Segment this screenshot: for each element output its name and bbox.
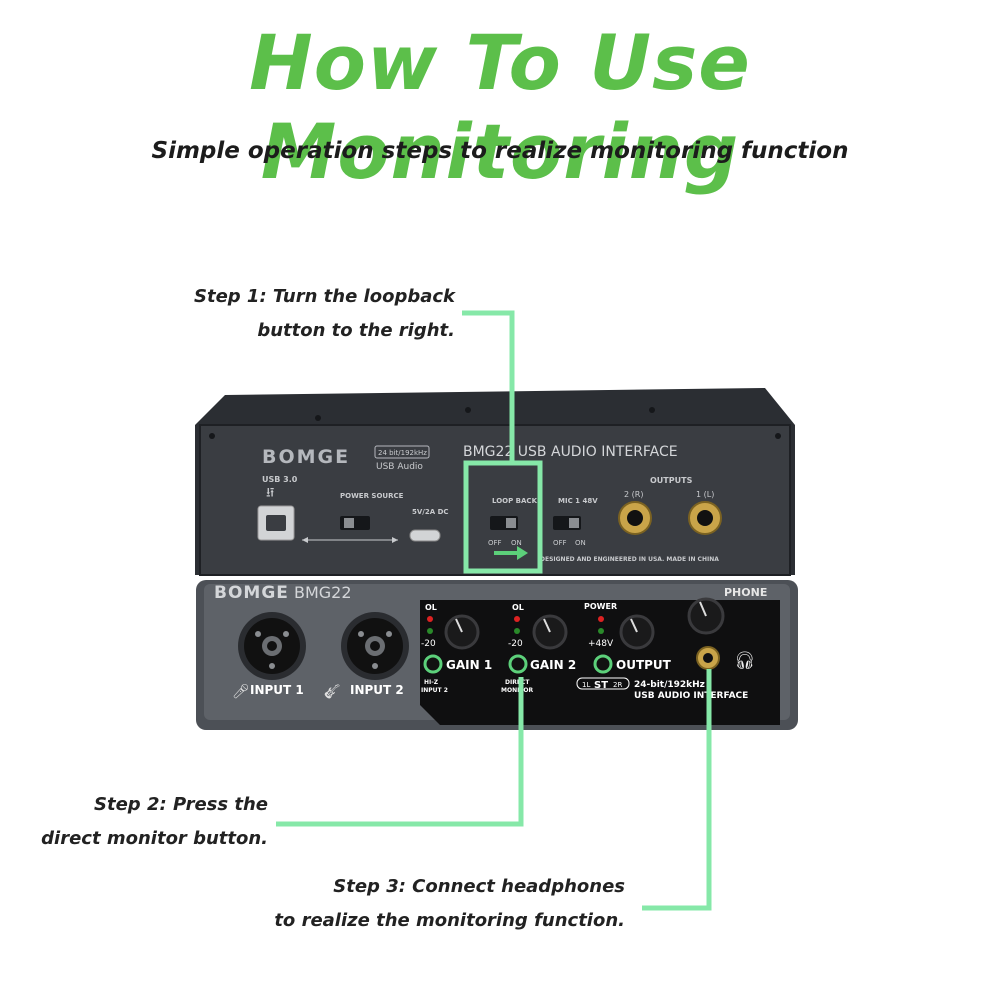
phantom-led <box>598 628 604 634</box>
step-1-callout-line <box>462 310 515 463</box>
hi-z-label: HI-Z <box>424 679 439 686</box>
minus20-label-2: -20 <box>508 639 523 649</box>
usb-c-port <box>409 529 441 542</box>
power-source-label: POWER SOURCE <box>340 492 404 500</box>
direct-label: DIRECT <box>505 679 530 686</box>
guitar-icon: 🎸︎ <box>323 684 341 700</box>
mic-off-label: OFF <box>553 539 567 547</box>
ol-led-2 <box>514 616 520 622</box>
loopback-arrow-icon <box>494 546 528 560</box>
st-left: 1L <box>582 681 590 689</box>
hi-z-button[interactable] <box>423 654 443 674</box>
loopback-off-label: OFF <box>488 539 502 547</box>
outputs-label: OUTPUTS <box>650 476 693 485</box>
front-usb-interface: USB AUDIO INTERFACE <box>634 691 748 701</box>
loopback-on-label: ON <box>511 539 522 547</box>
ol-label-1: OL <box>425 603 437 612</box>
step-1-line-1: Step 1: Turn the loopback <box>194 286 455 307</box>
st-right: 2R <box>613 681 622 689</box>
microphone-icon: 🎤︎ <box>232 684 250 700</box>
rear-badge-sub: USB Audio <box>376 462 423 472</box>
loopback-highlight-box <box>463 460 543 574</box>
dc-label: 5V/2A DC <box>412 508 449 516</box>
page-subtitle: Simple operation steps to realize monito… <box>151 138 849 164</box>
rear-brand: BOMGE <box>262 446 350 468</box>
step-3-line-1: Step 3: Connect headphones <box>333 876 625 897</box>
output-2-label: 2 (R) <box>624 490 643 499</box>
plus48v-label: +48V <box>588 639 614 649</box>
signal-led-2 <box>514 628 520 634</box>
output-1-label: 1 (L) <box>696 490 714 499</box>
front-model: BMG22 <box>294 583 352 602</box>
gain-2-label: GAIN 2 <box>530 658 576 672</box>
input-1-label: INPUT 1 <box>250 683 304 697</box>
phone-label: PHONE <box>724 586 767 599</box>
step-2-line-2: direct monitor button. <box>41 828 268 849</box>
power-led <box>598 616 604 622</box>
front-brand: BOMGE <box>214 583 289 603</box>
rear-panel: BOMGE 24 bit/192kHz USB Audio BMG22 USB … <box>195 388 795 576</box>
input-2-label: INPUT 2 <box>350 683 404 697</box>
loopback-label: LOOP BACK <box>492 497 538 505</box>
rear-footer: DESIGNED AND ENGINEERED IN USA. MADE IN … <box>540 556 719 563</box>
monitor-label: MONITOR <box>501 687 534 694</box>
ol-label-2: OL <box>512 603 524 612</box>
usb-label: USB 3.0 <box>262 475 298 484</box>
minus20-label-1: -20 <box>421 639 436 649</box>
ol-led-1 <box>427 616 433 622</box>
front-spec: 24-bit/192kHz <box>634 680 705 690</box>
st-text: ST <box>594 680 608 691</box>
signal-led-1 <box>427 628 433 634</box>
direct-monitor-button[interactable] <box>508 654 528 674</box>
mic-48v-label: MIC 1 48V <box>558 497 598 505</box>
phantom-power-button[interactable] <box>593 654 613 674</box>
step-3-callout-line <box>642 669 712 911</box>
rear-badge <box>374 445 430 459</box>
step-2-caption: Step 2: Press the direct monitor button. <box>41 788 268 856</box>
rear-badge-spec: 24 bit/192kHz <box>378 449 427 457</box>
callout-lines <box>276 310 712 911</box>
page-title: How To Use Monitoring <box>249 18 751 196</box>
hi-z-input-label: INPUT 2 <box>421 687 448 694</box>
step-2-line-1: Step 2: Press the <box>94 794 268 815</box>
st-badge <box>576 677 630 690</box>
step-1-caption: Step 1: Turn the loopback button to the … <box>194 280 455 348</box>
usb-symbol-icon: ⭿ <box>266 486 274 501</box>
output-label: OUTPUT <box>616 658 672 672</box>
power-label: POWER <box>584 602 617 611</box>
step-3-line-2: to realize the monitoring function. <box>274 910 625 931</box>
gain-1-label: GAIN 1 <box>446 658 492 672</box>
mic-on-label: ON <box>575 539 586 547</box>
step-1-line-2: button to the right. <box>257 320 455 341</box>
front-panel: BOMGE BMG22 🎤︎ INPUT 1 🎸︎ INPUT 2 OL -20… <box>196 580 798 730</box>
step-3-caption: Step 3: Connect headphones to realize th… <box>274 870 625 938</box>
rear-model-title: BMG22 USB AUDIO INTERFACE <box>463 444 678 460</box>
step-2-callout-line <box>276 677 524 827</box>
headphone-icon: 🎧︎ <box>734 651 756 671</box>
